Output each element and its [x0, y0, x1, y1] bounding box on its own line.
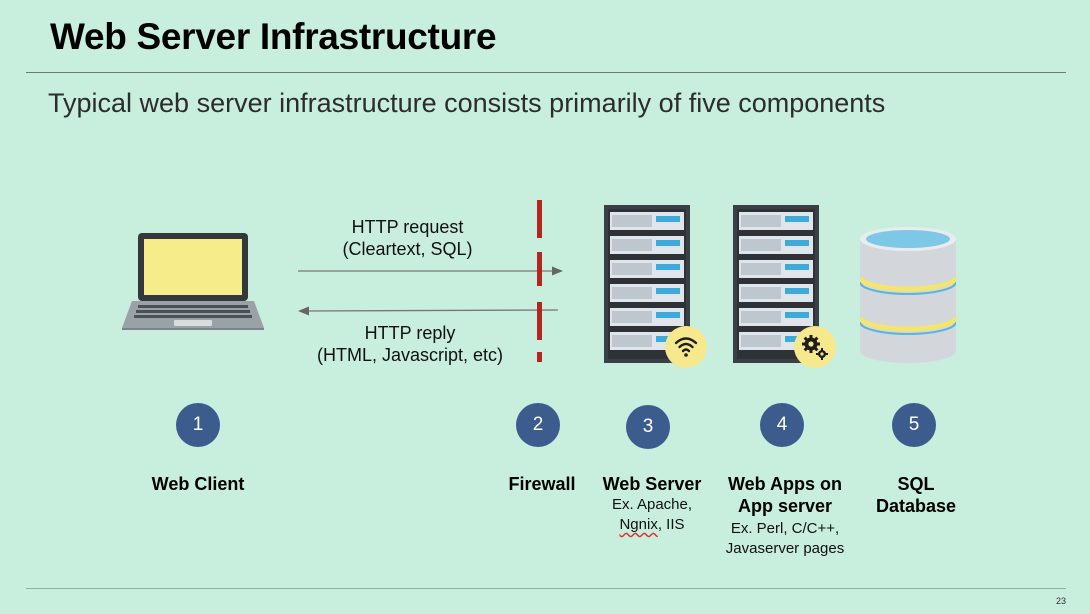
- footer-divider: [26, 588, 1066, 589]
- http-request-label: HTTP request (Cleartext, SQL): [342, 217, 473, 259]
- title-divider: [26, 72, 1066, 73]
- server-rack-gears-icon: [733, 205, 836, 368]
- reply-arrow: [298, 306, 559, 316]
- slide-title: Web Server Infrastructure: [50, 16, 497, 57]
- step-badge-2: 2: [516, 403, 560, 447]
- step-badge-3: 3: [626, 405, 670, 449]
- request-arrow: [298, 266, 563, 276]
- page-number: 23: [1055, 596, 1066, 606]
- step-badge-5: 5: [892, 403, 936, 447]
- server-rack-wifi-icon: [604, 205, 707, 368]
- laptop-icon: [122, 233, 264, 330]
- database-icon: [860, 227, 956, 363]
- app-server-label: Web Apps on App server: [728, 474, 842, 516]
- web-client-label: Web Client: [151, 474, 245, 494]
- web-server-examples: Ex. Apache, Ngnix, IIS: [611, 496, 693, 533]
- step-badge-1: 1: [176, 403, 220, 447]
- step-badge-4: 4: [760, 403, 804, 447]
- app-server-examples: Ex. Perl, C/C++, Javaserver pages: [725, 520, 845, 557]
- firewall-label: Firewall: [508, 474, 576, 494]
- web-server-label: Web Server: [602, 474, 702, 494]
- firewall-icon: [537, 200, 542, 362]
- sql-database-label: SQL Database: [875, 474, 957, 516]
- http-reply-label: HTTP reply (HTML, Javascript, etc): [316, 323, 504, 365]
- slide-subtitle: Typical web server infrastructure consis…: [48, 88, 886, 118]
